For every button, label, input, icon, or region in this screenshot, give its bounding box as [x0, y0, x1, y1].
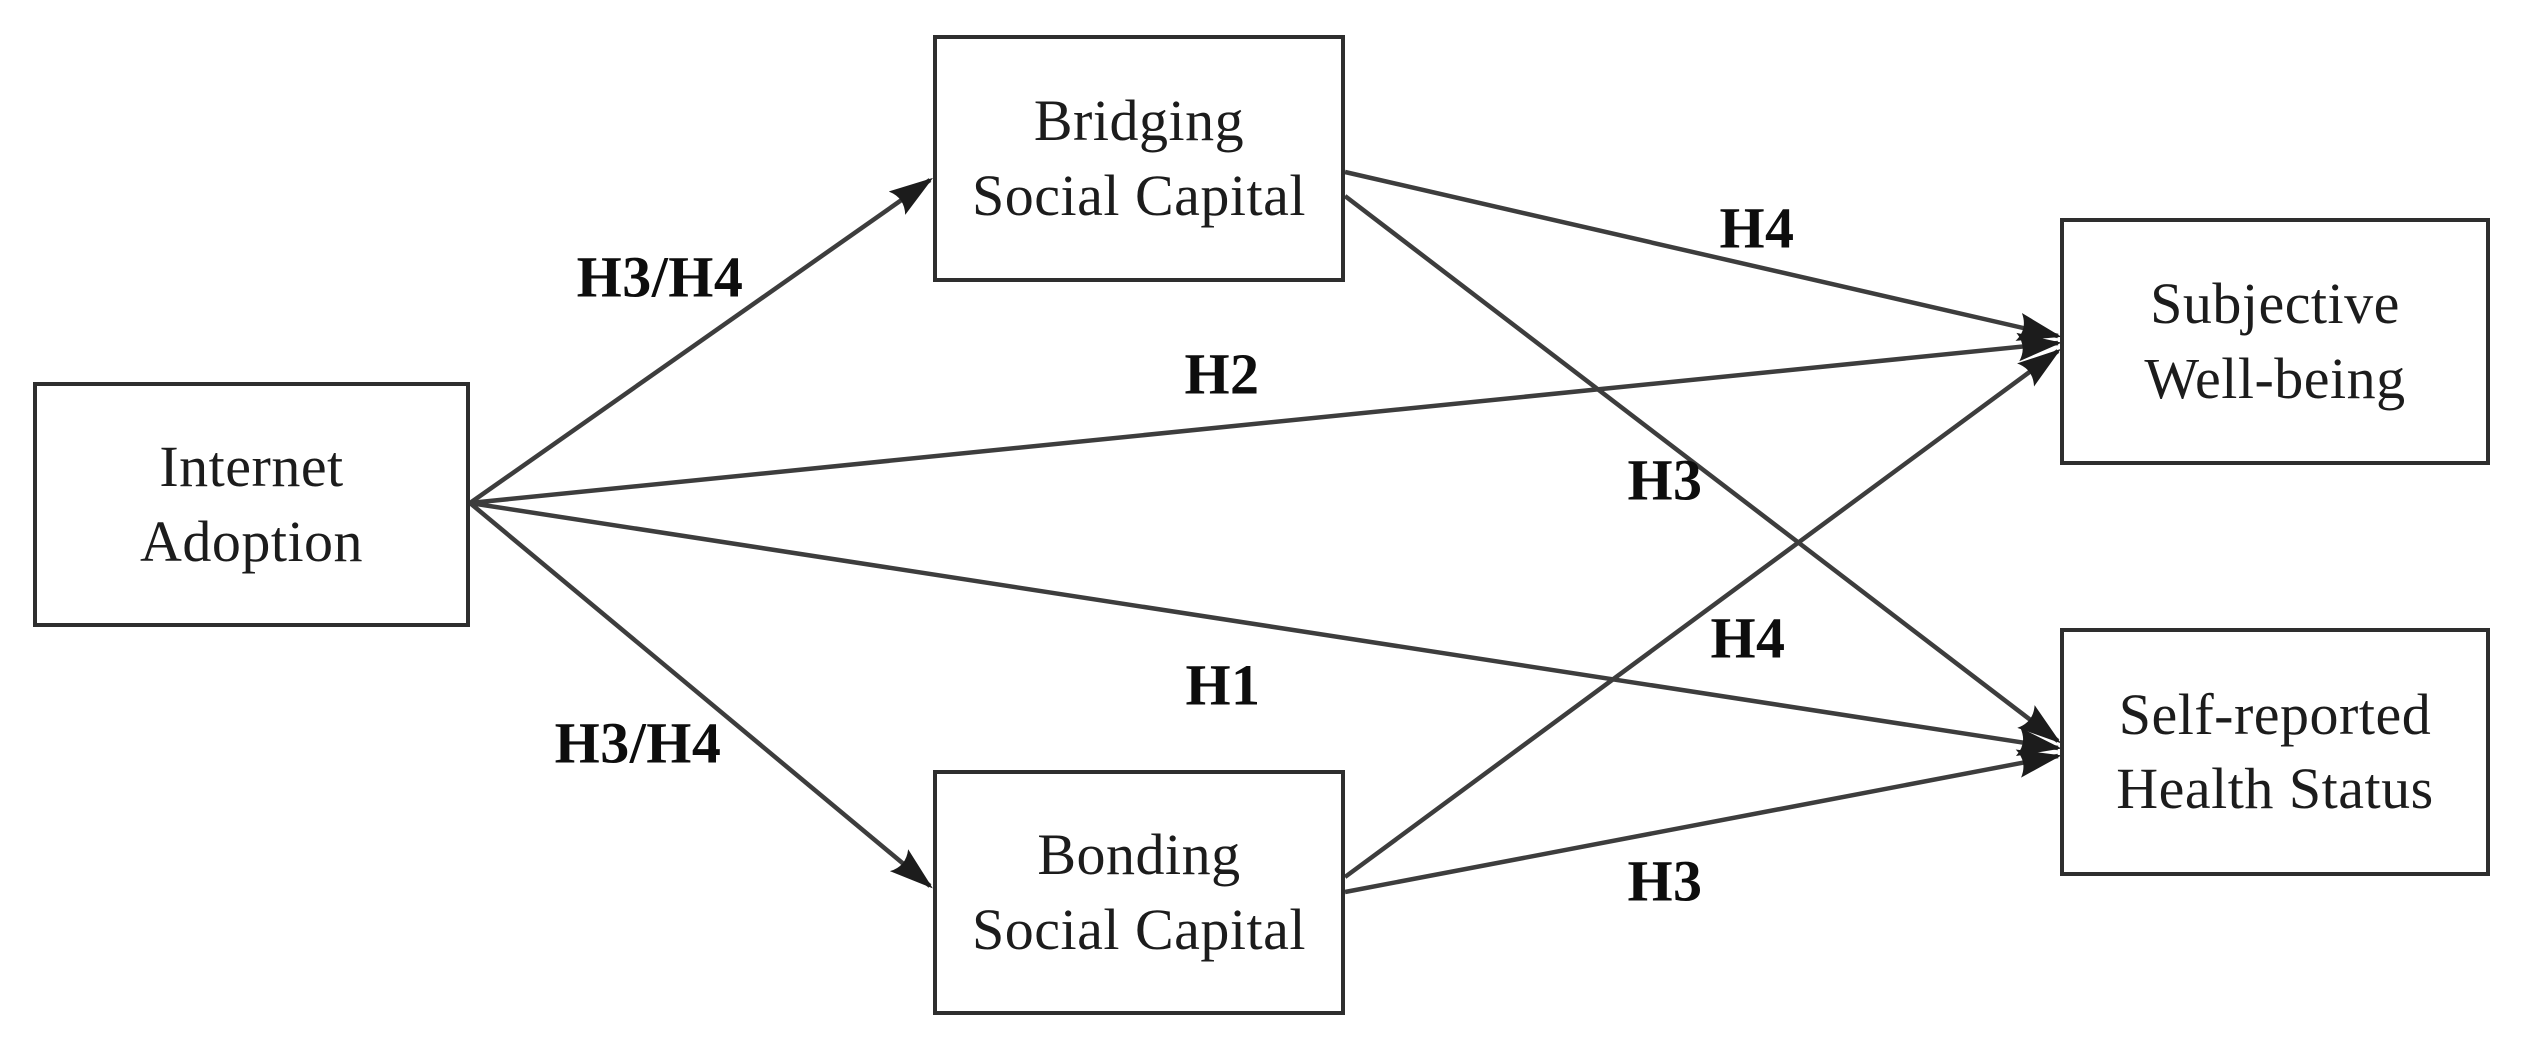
node-bonding-social-capital-label: Bonding Social Capital: [972, 822, 1306, 962]
edge-bridging-to-subjective: [1344, 169, 2062, 341]
node-subjective-well-being: Subjective Well-being: [2060, 218, 2490, 465]
edge-internet-to-subjective: [469, 332, 2062, 506]
edge-label-h3-bridging-health: H3: [1627, 447, 1703, 513]
node-bonding-social-capital: Bonding Social Capital: [933, 770, 1345, 1015]
edge-label-h4-bridging-subjective: H4: [1719, 195, 1795, 261]
node-self-reported-health-status-label: Self-reported Health Status: [2116, 681, 2434, 821]
node-self-reported-health-status: Self-reported Health Status: [2060, 628, 2490, 876]
edge-bonding-to-subjective: [1343, 348, 2061, 879]
edge-internet-to-health: [469, 500, 2062, 756]
node-bridging-social-capital: Bridging Social Capital: [933, 35, 1345, 282]
edge-internet-to-bridging: [468, 177, 934, 505]
edge-bonding-to-health: [1344, 749, 2062, 895]
node-subjective-well-being-label: Subjective Well-being: [2144, 271, 2406, 411]
edge-label-h4-bonding-subjective: H4: [1710, 605, 1786, 671]
node-internet-adoption: Internet Adoption: [33, 382, 470, 627]
edge-label-h3-bonding-health: H3: [1627, 848, 1703, 914]
edge-label-h3h4-internet-bridging: H3/H4: [576, 244, 744, 310]
edge-internet-to-bonding: [468, 501, 933, 889]
node-bridging-social-capital-label: Bridging Social Capital: [972, 88, 1306, 228]
edge-label-h3h4-internet-bonding: H3/H4: [554, 710, 722, 776]
edge-label-h2-internet-subjective: H2: [1184, 341, 1260, 407]
edge-bridging-to-health: [1343, 194, 2061, 744]
node-internet-adoption-label: Internet Adoption: [139, 434, 364, 574]
edge-label-h1-internet-health: H1: [1185, 652, 1261, 718]
